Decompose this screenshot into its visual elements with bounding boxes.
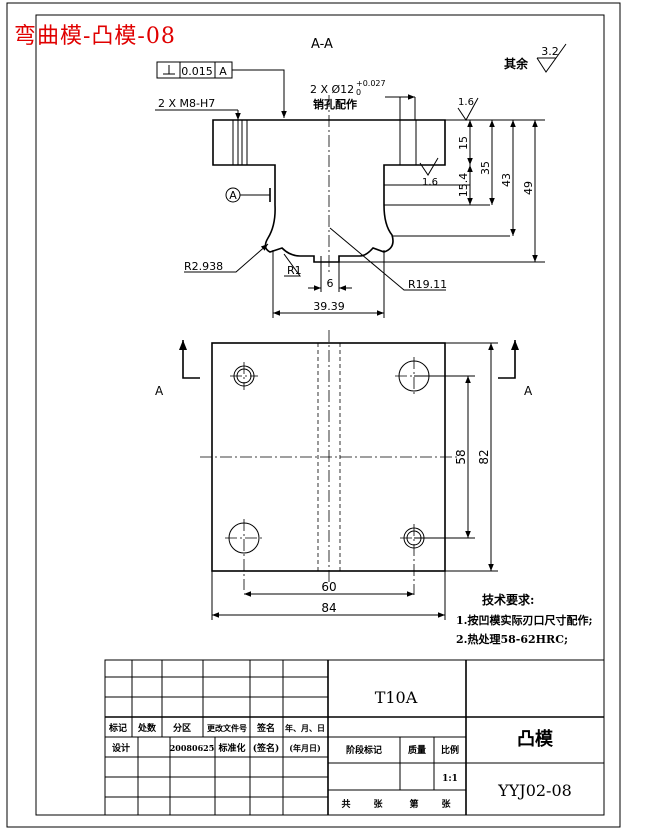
scale-value: 1:1 bbox=[442, 774, 458, 784]
header-doc-no: 更改文件号 bbox=[207, 723, 247, 733]
row-sign: (签名) bbox=[253, 742, 280, 754]
roughness-symbol-remaining bbox=[536, 43, 567, 73]
dim-35: 35 bbox=[479, 161, 492, 175]
roughness-top-value: 1.6 bbox=[458, 97, 474, 108]
note-2: 2.热处理58-62HRC; bbox=[456, 632, 568, 646]
radius-left: R2.938 bbox=[184, 260, 223, 273]
thread-hole-section bbox=[232, 119, 248, 166]
sheet-no-unit: 张 bbox=[441, 798, 451, 810]
drawing-number: YYJ02-08 bbox=[497, 781, 572, 800]
thread-label: 2 X M8-H7 bbox=[158, 97, 215, 110]
sheet-no-label: 第 bbox=[409, 798, 418, 810]
dim-15-4: 15.4 bbox=[457, 173, 470, 198]
section-title: A-A bbox=[311, 37, 333, 52]
pin-hole-section bbox=[399, 119, 417, 166]
view-label-right: A bbox=[524, 384, 533, 398]
tolerance-datum: A bbox=[219, 65, 227, 78]
roughness-remaining-value: 3.2 bbox=[541, 45, 559, 58]
row-design-date: 20080625 bbox=[170, 743, 215, 753]
row-date: (年月日) bbox=[289, 743, 321, 753]
roughness-inner-value: 1.6 bbox=[422, 177, 438, 188]
header-stage: 阶段标记 bbox=[346, 744, 382, 756]
hole-bottom-right bbox=[400, 524, 428, 595]
roughness-symbol-inner bbox=[419, 157, 439, 176]
dim-84: 84 bbox=[321, 601, 336, 615]
thread-hole-inner bbox=[237, 119, 243, 166]
hole-top-left bbox=[230, 362, 258, 390]
dim-6: 6 bbox=[327, 277, 334, 290]
sheets-total-label: 共 bbox=[341, 798, 350, 810]
radius-right: R19.11 bbox=[408, 278, 447, 291]
dim-60: 60 bbox=[321, 580, 336, 594]
dim-82: 82 bbox=[477, 449, 491, 464]
outer-frame bbox=[6, 2, 621, 828]
dim-39-39: 39.39 bbox=[313, 300, 345, 313]
row-standard: 标准化 bbox=[217, 742, 245, 754]
drawing-caption: 弯曲模-凸模-08 bbox=[14, 24, 176, 49]
pin-hole-note: 销孔配作 bbox=[313, 97, 357, 111]
pin-hole-label: 2 X Ø12 bbox=[310, 83, 354, 96]
drawing-frame bbox=[35, 14, 605, 816]
datum-marker-label: A bbox=[229, 189, 237, 202]
header-zone: 分区 bbox=[173, 722, 191, 734]
header-scale: 比例 bbox=[441, 744, 459, 756]
dim-43: 43 bbox=[500, 173, 513, 187]
dim-15: 15 bbox=[457, 136, 470, 150]
dim-49: 49 bbox=[522, 181, 535, 195]
header-weight: 质量 bbox=[408, 744, 426, 756]
tolerance-value: 0.015 bbox=[181, 65, 213, 78]
title-block bbox=[104, 659, 605, 816]
view-label-left: A bbox=[155, 384, 164, 398]
roughness-remaining-label: 其余 bbox=[504, 56, 529, 71]
pin-hole-tol-upper: +0.027 bbox=[356, 79, 386, 88]
notes-title: 技术要求: bbox=[482, 592, 534, 607]
header-sign: 签名 bbox=[256, 722, 275, 734]
note-1: 1.按凹模实际刃口尺寸配作; bbox=[456, 613, 593, 627]
view-arrow-left bbox=[182, 340, 200, 379]
row-design: 设计 bbox=[112, 742, 130, 754]
material: T10A bbox=[375, 688, 418, 707]
header-mark: 标记 bbox=[108, 722, 127, 734]
pin-hole-tol-lower: 0 bbox=[356, 88, 361, 97]
header-count: 处数 bbox=[137, 722, 157, 734]
header-date: 年、月、日 bbox=[285, 723, 325, 733]
sheets-total-unit: 张 bbox=[373, 798, 383, 810]
part-name: 凸模 bbox=[517, 728, 554, 750]
view-arrow-right bbox=[498, 340, 516, 379]
dim-58: 58 bbox=[454, 449, 468, 464]
hole-bottom-left bbox=[225, 519, 263, 590]
